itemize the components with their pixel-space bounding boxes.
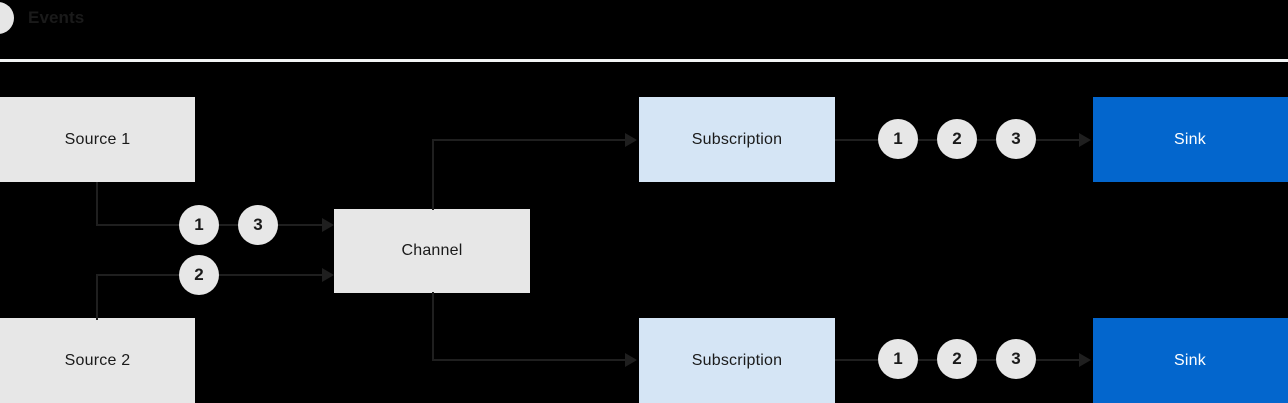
event-token: 1: [878, 119, 918, 159]
arrowhead-channel-to-subscription-bottom: [625, 353, 637, 367]
header-divider: [0, 59, 1288, 62]
node-subscription-bottom-label: Subscription: [691, 351, 783, 369]
connector-channel-to-subscription-bottom: [432, 359, 628, 361]
legend: Events: [0, 2, 84, 34]
node-sink-top[interactable]: Sink: [1093, 97, 1288, 182]
node-source-1-label: Source 1: [64, 130, 131, 148]
event-token: 1: [179, 205, 219, 245]
node-sink-top-label: Sink: [1174, 130, 1206, 148]
event-token: 3: [996, 119, 1036, 159]
node-channel[interactable]: Channel: [334, 209, 530, 293]
node-subscription-top[interactable]: Subscription: [639, 97, 835, 182]
node-source-2[interactable]: Source 2: [0, 318, 195, 403]
connector-source1-drop: [96, 182, 98, 226]
node-channel-label: Channel: [401, 242, 463, 259]
event-circle-icon: [0, 2, 14, 34]
event-token: 3: [996, 339, 1036, 379]
arrowhead-source2-to-channel: [322, 268, 334, 282]
event-token: 3: [238, 205, 278, 245]
legend-label: Events: [28, 8, 85, 27]
node-source-1[interactable]: Source 1: [0, 97, 195, 182]
arrowhead-source1-to-channel: [322, 218, 334, 232]
arrowhead-subscription-to-sink-top: [1079, 133, 1091, 147]
arrowhead-channel-to-subscription-top: [625, 133, 637, 147]
node-subscription-top-label: Subscription: [691, 130, 783, 148]
node-source-2-label: Source 2: [64, 351, 131, 369]
node-subscription-bottom[interactable]: Subscription: [639, 318, 835, 403]
event-token: 1: [878, 339, 918, 379]
connector-channel-up: [432, 139, 434, 210]
node-sink-bottom[interactable]: Sink: [1093, 318, 1288, 403]
event-token: 2: [179, 255, 219, 295]
connector-source2-rise: [96, 274, 98, 320]
connector-channel-to-subscription-top: [432, 139, 628, 141]
connector-channel-down: [432, 292, 434, 361]
event-token: 2: [937, 339, 977, 379]
event-token: 2: [937, 119, 977, 159]
arrowhead-subscription-to-sink-bottom: [1079, 353, 1091, 367]
node-sink-bottom-label: Sink: [1174, 351, 1206, 369]
